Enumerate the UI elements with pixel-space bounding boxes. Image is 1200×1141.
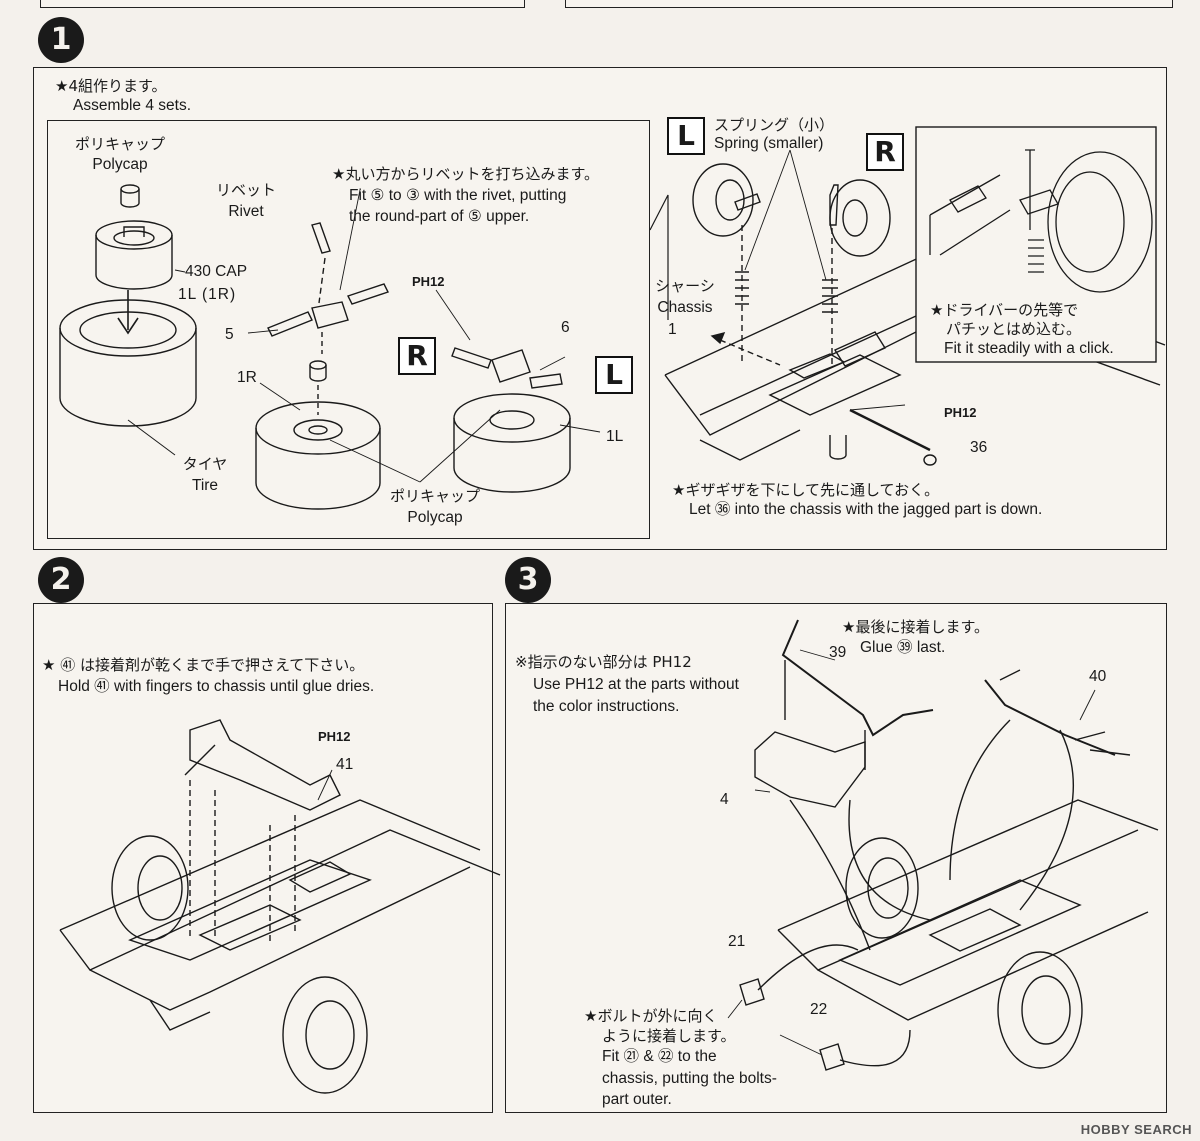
tire-label-jp: タイヤ (182, 455, 228, 473)
part-1r-label: 1R (237, 369, 257, 386)
polycap-label-en: Polycap (92, 156, 148, 173)
polycap2-label-jp: ポリキャップ (389, 487, 480, 505)
driver-note-en: Fit it steadily with a click. (944, 340, 1114, 357)
bolt-note-en-3: part outer. (602, 1091, 672, 1108)
part-5-label: 5 (225, 326, 234, 343)
chassis-part-label: 1 (668, 321, 677, 338)
top-left-partial-box (40, 0, 525, 8)
badge-l-chassis: L (667, 117, 705, 155)
part-40-label: 40 (1089, 668, 1107, 685)
badge-r-wheel: R (398, 337, 436, 375)
step-3-box (505, 603, 1167, 1113)
bolt-note-en-1: Fit ㉑ & ㉒ to the (602, 1048, 717, 1065)
step-1-wheel-subbox (47, 120, 650, 539)
step-2-number: 2 (38, 557, 84, 603)
rivet-note-en-1: Fit ⑤ to ③ with the rivet, putting (349, 187, 567, 204)
polycap-label-jp: ポリキャップ (74, 135, 165, 153)
top-right-partial-box (565, 0, 1173, 8)
chassis-label-jp: シャーシ (655, 277, 715, 295)
jagged-note-jp: ★ギザギザを下にして先に通しておく。 (672, 481, 940, 499)
step-1-note-en: Assemble 4 sets. (73, 97, 192, 114)
part-1l-label: 1L (606, 428, 624, 445)
polycap2-label-en: Polycap (407, 509, 463, 526)
driver-note-jp-2: パチッとはめ込む。 (946, 320, 1082, 338)
spring-label-jp: スプリング（小） (714, 116, 835, 134)
rivet-note-jp: ★丸い方からリベットを打ち込みます。 (332, 165, 599, 183)
step-2-paint-code: PH12 (318, 729, 351, 744)
paint-code-label: PH12 (412, 274, 445, 289)
paint-code-label-2: PH12 (944, 405, 977, 420)
bolt-note-jp-2: ように接着します。 (602, 1027, 736, 1045)
glue-note-jp: ★最後に接着します。 (842, 618, 989, 636)
paint-note-jp: ※指示のない部分は PH12 (515, 653, 692, 671)
step-2-note-en: Hold ㊶ with fingers to chassis until glu… (58, 678, 375, 695)
rivet-label-jp: リベット (215, 181, 276, 199)
glue-note-en: Glue ㊴ last. (860, 639, 946, 656)
paint-note-en-2: the color instructions. (533, 698, 680, 715)
tire-label-en: Tire (191, 477, 219, 494)
step-2-part-41: 41 (336, 756, 354, 773)
badge-r-chassis: R (866, 133, 904, 171)
badge-l-wheel: L (595, 356, 633, 394)
part-6-label: 6 (561, 319, 570, 336)
rivet-label-en: Rivet (228, 203, 264, 220)
cap-parts-label: 1L (1R) (178, 286, 237, 303)
jagged-note-en: Let ㊱ into the chassis with the jagged p… (689, 501, 1043, 518)
part-39-label: 39 (829, 644, 847, 661)
step-3-number: 3 (505, 557, 551, 603)
part-22-label: 22 (810, 1001, 828, 1018)
step-1-note-jp: ★4組作ります。 (55, 77, 167, 95)
part-21-label: 21 (728, 933, 746, 950)
step-1-number: 1 (38, 17, 84, 63)
paint-note-en-1: Use PH12 at the parts without (533, 676, 739, 693)
cap-label: 430 CAP (185, 263, 248, 280)
part-36-label: 36 (970, 439, 988, 456)
bolt-note-en-2: chassis, putting the bolts- (602, 1070, 777, 1087)
spring-label-en: Spring (smaller) (714, 135, 824, 152)
step-2-box (33, 603, 493, 1113)
chassis-label-en: Chassis (657, 299, 713, 316)
driver-note-jp-1: ★ドライバーの先等で (930, 301, 1079, 319)
hobby-search-logo: HOBBY SEARCH (1080, 1122, 1192, 1137)
part-4-label: 4 (720, 791, 729, 808)
bolt-note-jp-1: ★ボルトが外に向く (584, 1007, 718, 1025)
step-2-note-jp: ★ ㊶ は接着剤が乾くまで手で押さえて下さい。 (42, 656, 365, 674)
rivet-note-en-2: the round-part of ⑤ upper. (349, 208, 530, 225)
